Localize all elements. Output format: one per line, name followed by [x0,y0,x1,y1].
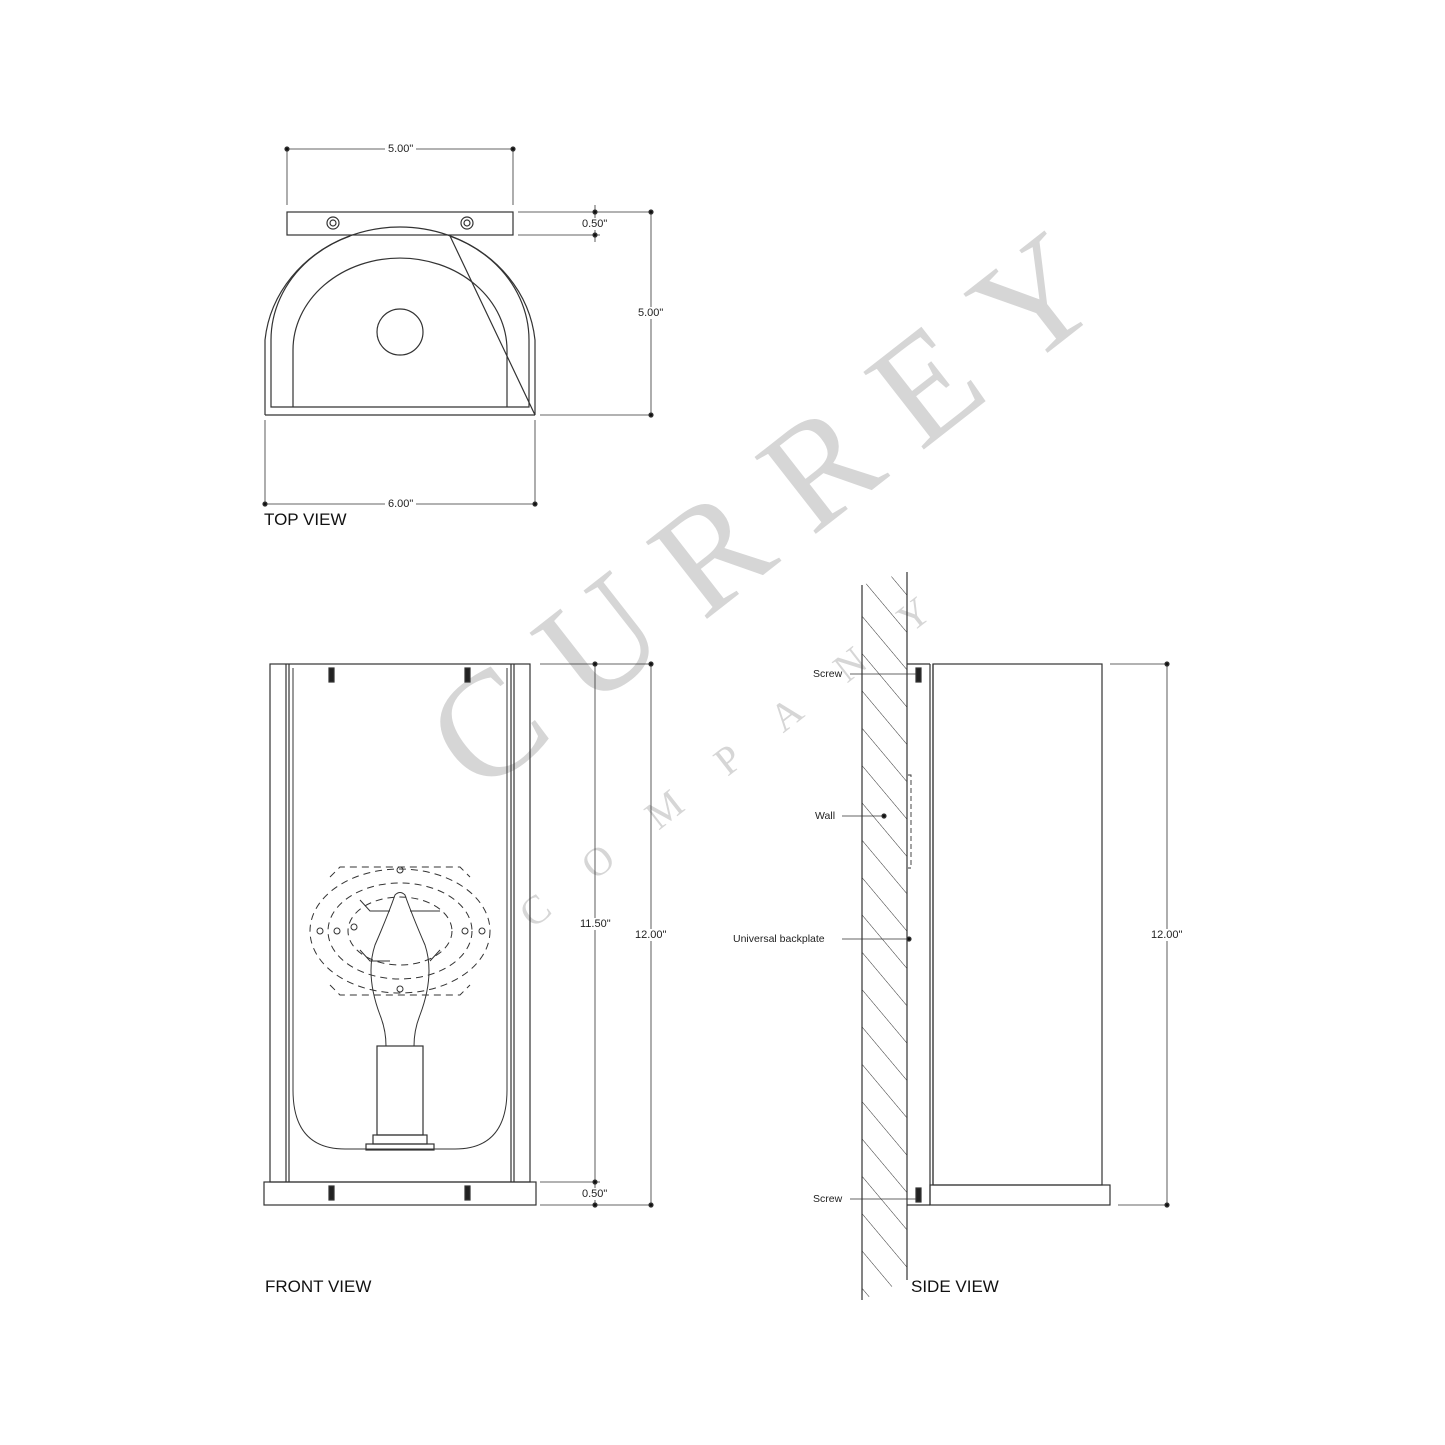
dim-backplate-depth: 0.50" [582,218,608,230]
callout-screw-bottom: Screw [813,1193,843,1205]
callout-backplate: Universal backplate [733,933,825,945]
front-view-title: FRONT VIEW [265,1277,372,1296]
dim-body-height: 11.50" [580,918,611,930]
front-view-drawing [263,661,654,1208]
callout-screw-top: Screw [813,668,843,680]
dim-total-height: 12.00" [635,929,667,941]
side-view-drawing [842,572,1170,1300]
dim-shade-width: 6.00" [385,498,417,510]
top-view-title: TOP VIEW [264,510,347,529]
dim-side-total-height: 12.00" [1151,929,1183,941]
dim-base-height: 0.50" [582,1188,608,1200]
callout-wall: Wall [815,810,836,822]
dim-backplate-width: 5.00" [385,143,417,155]
dim-total-depth: 5.00" [638,307,664,319]
top-view-drawing [262,146,654,507]
side-view-title: SIDE VIEW [911,1277,999,1296]
